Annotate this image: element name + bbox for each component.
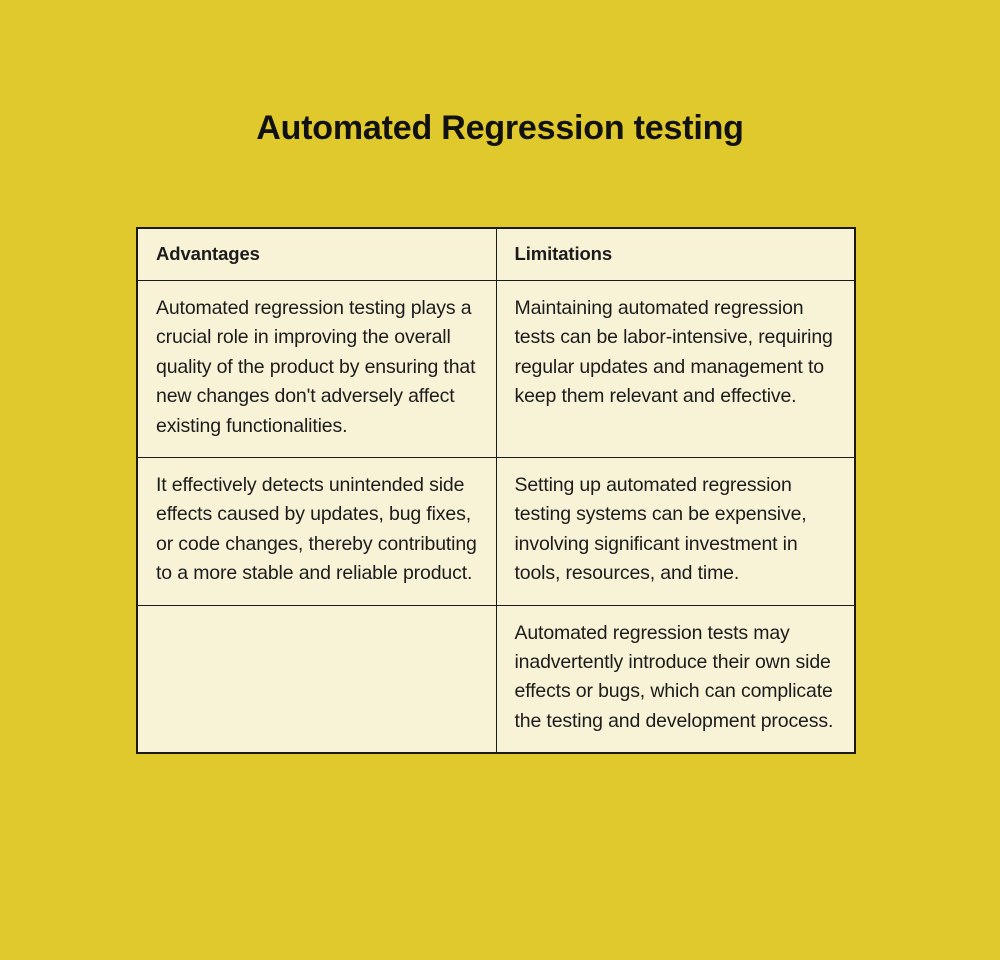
cell-limitations-1: Maintaining automated regression tests c…: [495, 279, 856, 459]
cell-limitations-3: Automated regression tests may inadverte…: [495, 604, 856, 754]
table-header: Advantages Limitations: [136, 227, 856, 281]
table-row: Automated regression testing plays a cru…: [136, 279, 856, 459]
page-title: Automated Regression testing: [256, 108, 744, 147]
cell-limitations-2: Setting up automated regression testing …: [495, 457, 856, 606]
cell-advantages-1: Automated regression testing plays a cru…: [136, 279, 497, 459]
advantages-limitations-table: Advantages Limitations Automated regress…: [136, 227, 856, 755]
table-row: It effectively detects unintended side e…: [136, 457, 856, 606]
table-body: Automated regression testing plays a cru…: [136, 279, 856, 754]
cell-advantages-2: It effectively detects unintended side e…: [136, 457, 497, 606]
table-row: Automated regression tests may inadverte…: [136, 604, 856, 754]
column-header-limitations: Limitations: [495, 227, 856, 281]
cell-advantages-3: [136, 604, 497, 754]
table-header-row: Advantages Limitations: [136, 227, 856, 281]
column-header-advantages: Advantages: [136, 227, 497, 281]
